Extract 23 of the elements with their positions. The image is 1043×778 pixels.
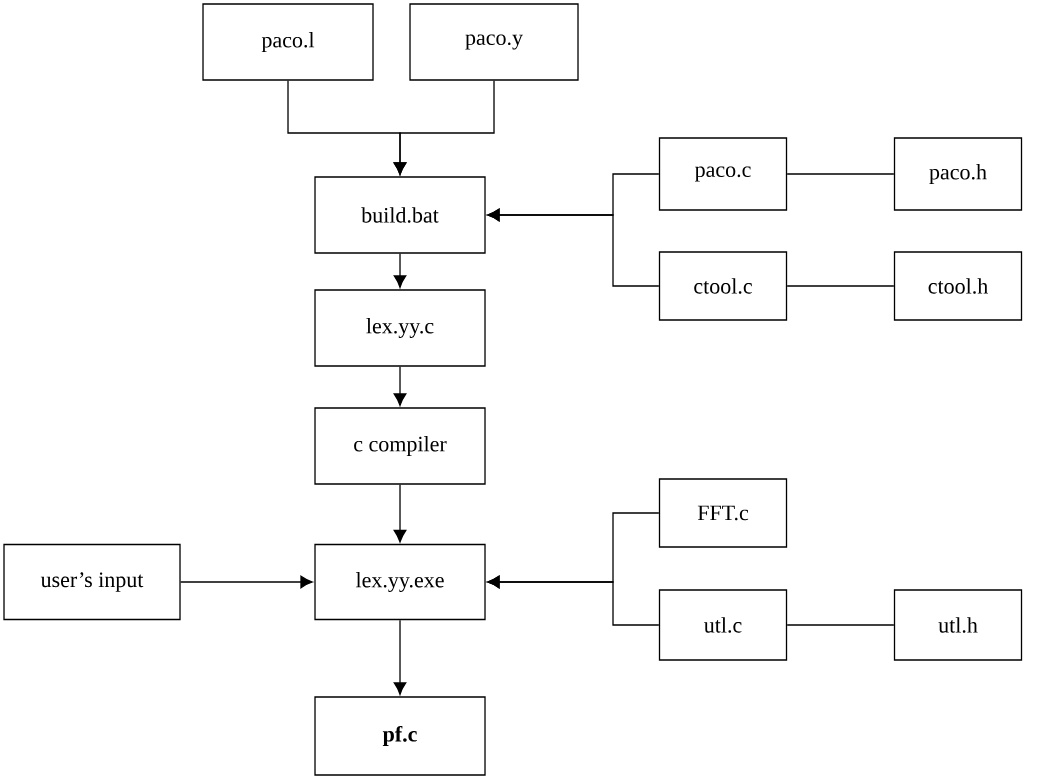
file-box: paco.y: [409, 3, 579, 81]
file-box: pf.c: [314, 696, 486, 776]
arrow: [393, 80, 495, 175]
file-box: utl.h: [893, 589, 1023, 661]
file-box: user’s input: [3, 543, 181, 621]
file-box: FFT.c: [658, 478, 788, 548]
file-box: utl.c: [658, 589, 788, 661]
file-box: c compiler: [314, 407, 486, 485]
arrow: [487, 208, 660, 287]
file-box: paco.l: [202, 3, 374, 81]
arrow: [393, 253, 407, 288]
file-box: ctool.c: [658, 251, 788, 321]
file-box: build.bat: [314, 176, 486, 254]
file-box: paco.c: [658, 137, 788, 211]
arrow: [393, 484, 407, 543]
file-box: paco.h: [893, 137, 1023, 211]
file-box: ctool.h: [893, 251, 1023, 321]
arrow: [393, 619, 407, 695]
arrow: [393, 366, 407, 406]
arrow: [487, 575, 660, 626]
file-box: lex.yy.c: [314, 289, 486, 367]
arrow: [180, 575, 313, 589]
file-box: lex.yy.exe: [314, 543, 486, 621]
